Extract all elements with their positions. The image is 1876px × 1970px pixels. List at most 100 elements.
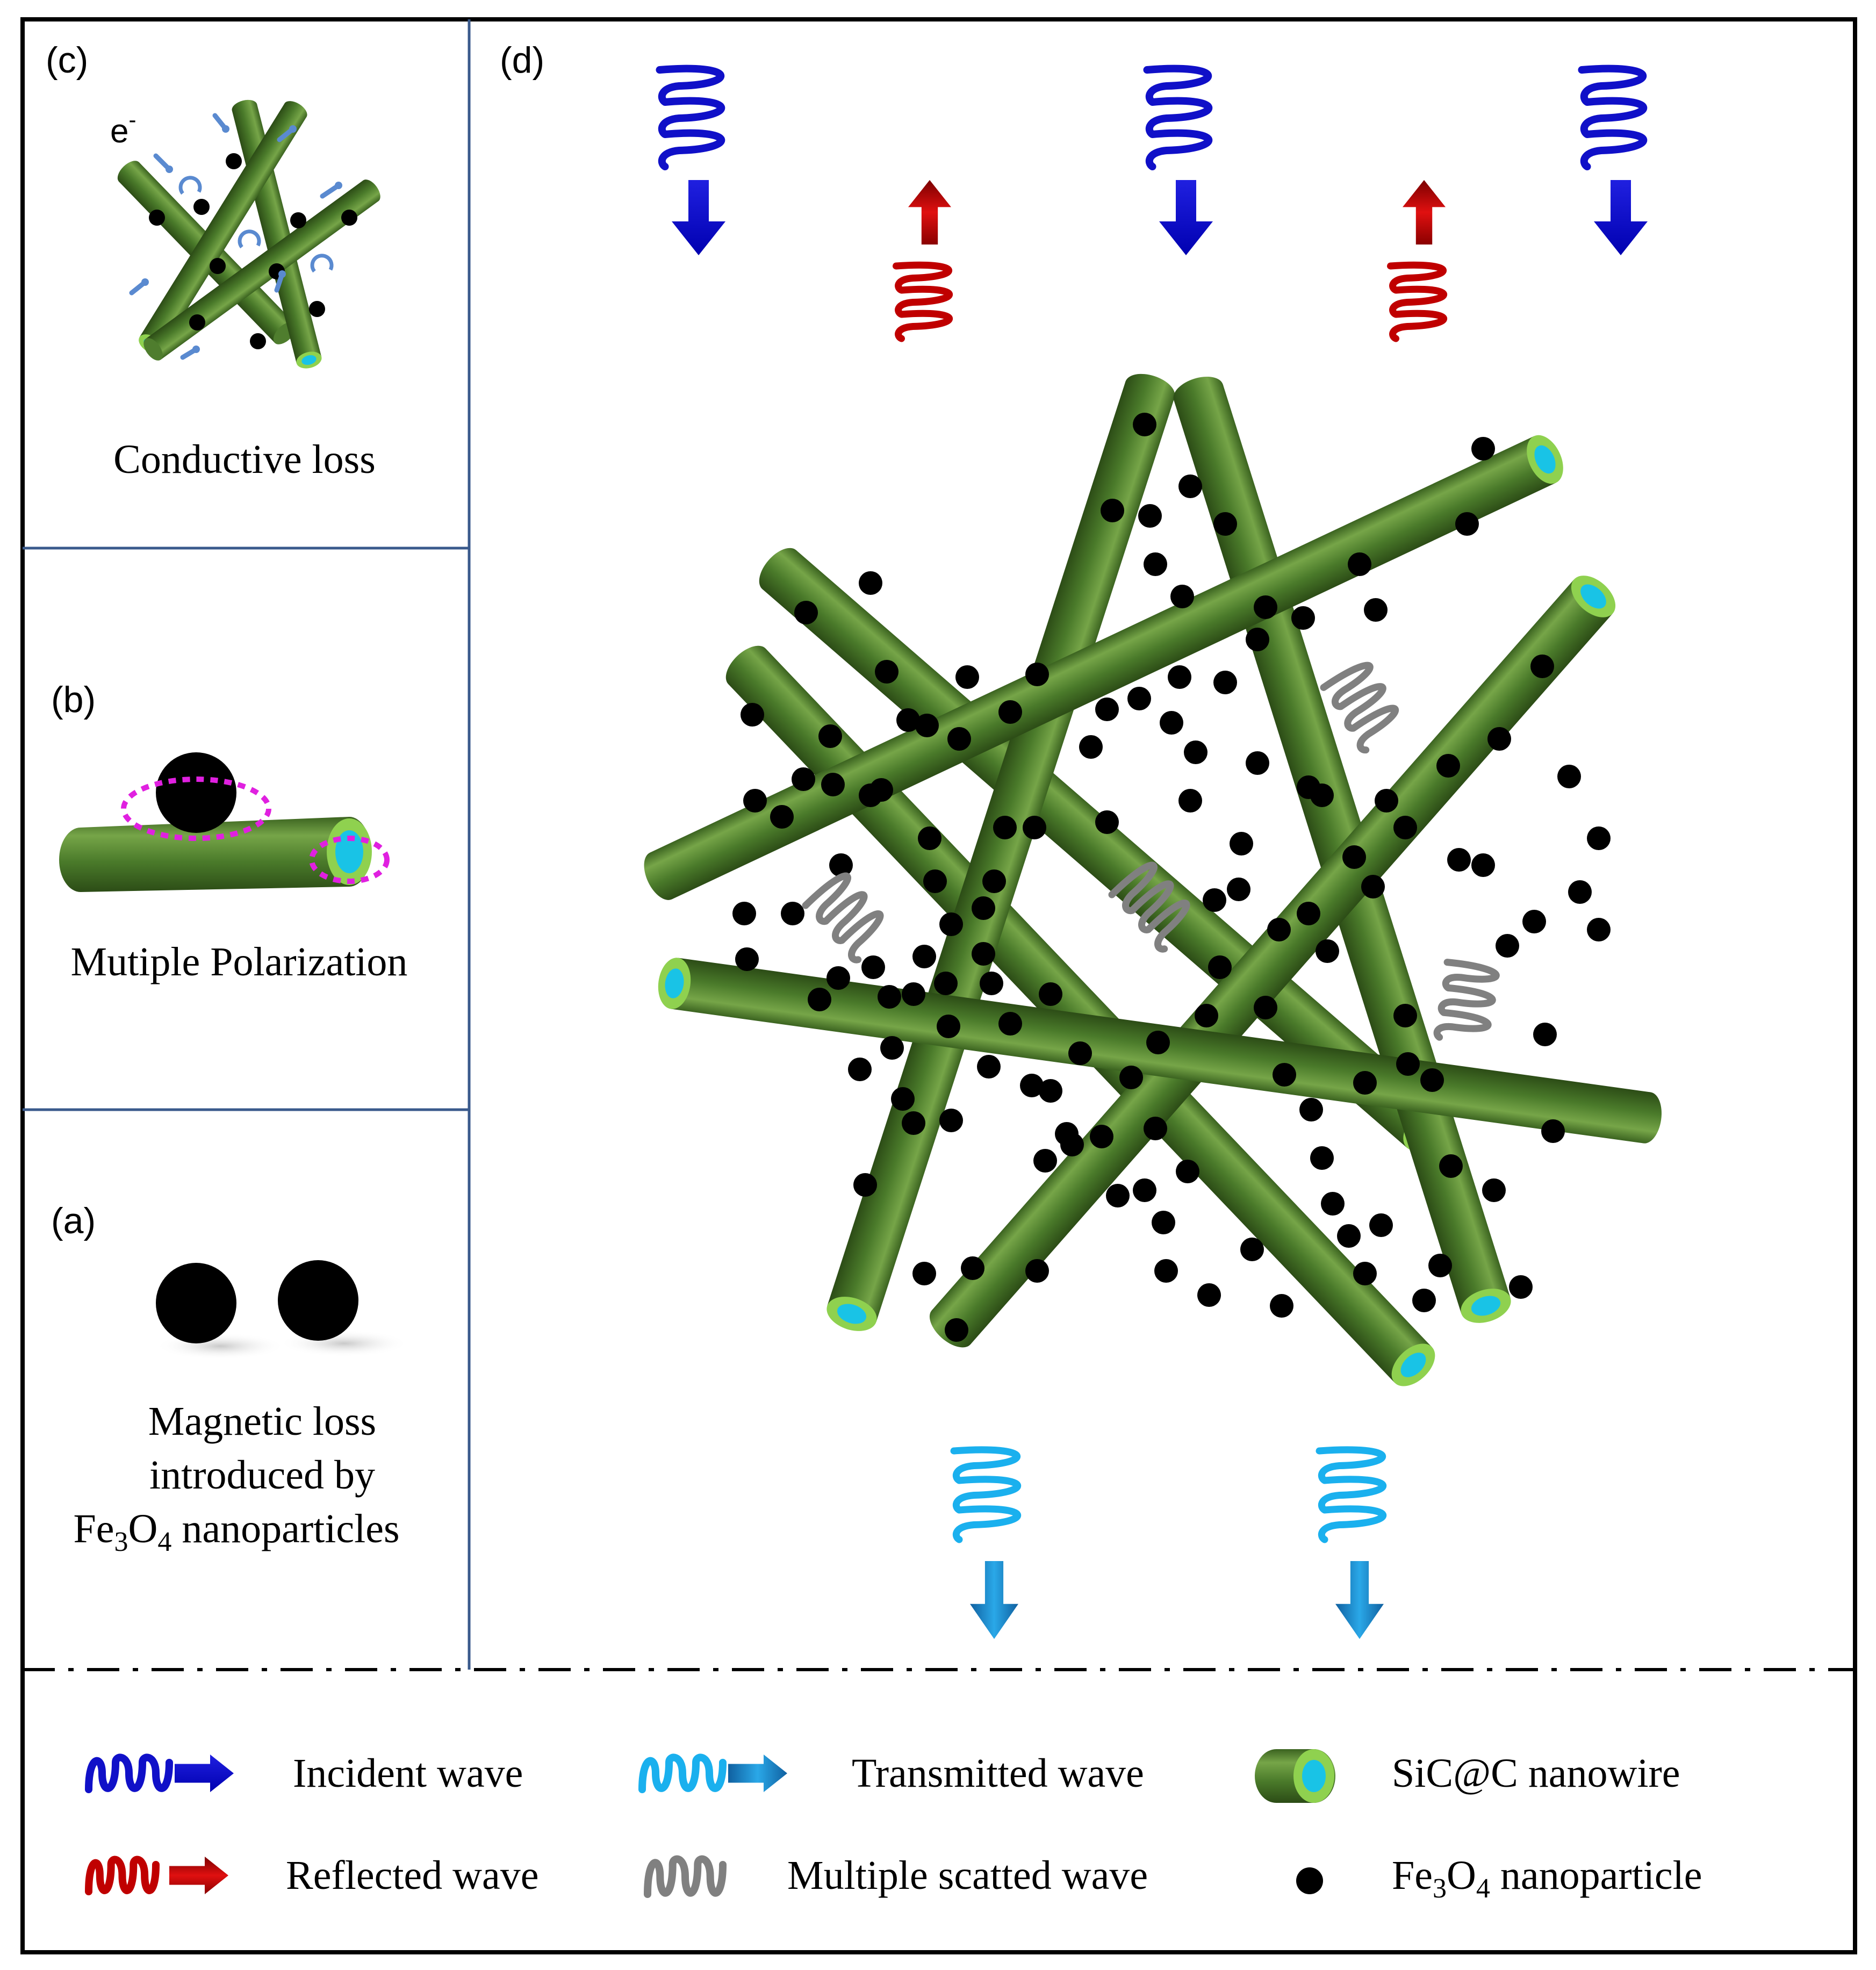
panel-d-nanowire-network xyxy=(644,373,1662,1386)
fe3o4-particle xyxy=(937,1015,960,1038)
fe3o4-particle xyxy=(210,258,226,274)
fe3o4-particle xyxy=(923,869,947,893)
fe3o4-particle xyxy=(1033,1149,1057,1173)
fe3o4-particle xyxy=(1106,1184,1130,1207)
fe3o4-particle xyxy=(912,945,936,968)
fe3o4-particle xyxy=(1348,552,1371,576)
scattered-wave xyxy=(1320,662,1399,754)
fe3o4-particle xyxy=(972,942,995,966)
fe3o4-particle xyxy=(1119,1066,1143,1089)
fe3o4-particle xyxy=(1273,1063,1296,1087)
fe3o4-particle xyxy=(794,601,818,624)
fe3o4-particle xyxy=(1297,902,1320,925)
fe3o4-particle xyxy=(1533,1023,1557,1046)
legend: Incident wave Transmitted wave SiC@C nan… xyxy=(85,1749,1702,1904)
fe3o4-particle xyxy=(1213,512,1237,536)
fe3o4-particle xyxy=(961,1256,984,1280)
panel-a: (a) Magnetic loss introduced by Fe3O4 na… xyxy=(51,1200,408,1557)
fe3o4-particle xyxy=(945,1318,968,1342)
reflected-arrow xyxy=(1403,180,1446,245)
fe3o4-particle xyxy=(1170,585,1194,608)
fe3o4-particle xyxy=(781,902,804,925)
fe3o4-particle xyxy=(1342,845,1366,869)
fe3o4-particle xyxy=(189,314,205,330)
fe3o4-particle xyxy=(1436,754,1460,778)
fe3o4-particle xyxy=(1246,628,1269,651)
fe3o4-particle xyxy=(1246,751,1269,775)
fe3o4-particle xyxy=(1127,687,1151,710)
interface-polarization-ring xyxy=(121,777,271,841)
fe3o4-particle xyxy=(891,1087,915,1111)
panel-d-scattered-waves xyxy=(802,662,1500,1041)
panel-a-caption-line3: Fe3O4 nanoparticles xyxy=(73,1506,399,1557)
fe3o4-particle xyxy=(1138,504,1162,528)
fe3o4-particle xyxy=(1482,1178,1506,1202)
legend-incident-label: Incident wave xyxy=(293,1751,523,1796)
fe3o4-particle xyxy=(1203,888,1226,912)
panel-b-caption: Mutiple Polarization xyxy=(71,939,408,984)
fe3o4-particle xyxy=(1267,918,1291,941)
fe3o4-particle xyxy=(1568,880,1592,904)
fe3o4-particle xyxy=(732,902,756,925)
fe3o4-particle xyxy=(1101,499,1124,522)
reflected-wave xyxy=(1387,261,1447,342)
scattered-wave-icon xyxy=(644,1855,727,1898)
nanowire xyxy=(826,373,1175,1331)
fe3o4-particle xyxy=(826,966,850,990)
incident-arrow xyxy=(1159,180,1213,255)
panel-c-caption: Conductive loss xyxy=(113,437,376,482)
fe3o4-particle xyxy=(1541,1119,1565,1143)
fe3o4-particle xyxy=(880,1036,904,1060)
fe3o4-particle xyxy=(1168,665,1191,689)
fe3o4-particle xyxy=(1487,727,1511,751)
fe3o4-particle xyxy=(1310,1146,1334,1170)
panel-c: (c) e- Conductive loss xyxy=(46,40,380,482)
panel-d-waves xyxy=(656,64,1648,1639)
fe3o4-particle xyxy=(1039,982,1062,1006)
panel-b-label: (b) xyxy=(51,679,96,720)
scattered-wave xyxy=(1433,959,1500,1041)
fe3o4-particle xyxy=(290,212,306,228)
scattered-wave-path xyxy=(1108,861,1190,953)
fe3o4-particle xyxy=(1364,598,1388,622)
transmitted-wave xyxy=(1316,1446,1387,1543)
fe3o4-particle xyxy=(1254,996,1277,1019)
incident-wave xyxy=(656,64,725,170)
fe3o4-particle xyxy=(743,789,767,813)
incident-arrow xyxy=(1594,180,1648,255)
panel-a-label: (a) xyxy=(51,1200,96,1241)
fe3o4-particle xyxy=(1095,810,1119,834)
fe3o4-particle xyxy=(902,1111,925,1135)
fe3o4-particle xyxy=(1393,1004,1417,1027)
panel-c-wire-network xyxy=(117,99,380,369)
panel-d: (d) xyxy=(500,40,1662,1639)
fe3o4-particle xyxy=(955,665,979,689)
fe3o4-particle-icon xyxy=(1296,1867,1323,1894)
fe3o4-particle xyxy=(1270,1294,1293,1318)
fe3o4-particle xyxy=(1213,671,1237,694)
fe3o4-particle xyxy=(1184,740,1207,764)
legend-nanowire-label: SiC@C nanowire xyxy=(1392,1751,1680,1796)
fe3o4-particle xyxy=(1176,1160,1199,1183)
polarization-illustration xyxy=(59,752,390,892)
fe3o4-particle xyxy=(1557,765,1581,788)
fe3o4-particle xyxy=(1321,1192,1345,1216)
fe3o4-particle xyxy=(1439,1154,1463,1178)
fe3o4-particle xyxy=(1587,918,1611,941)
fe3o4-particle xyxy=(226,153,242,169)
fe3o4-particle xyxy=(1055,1122,1079,1146)
transmitted-wave xyxy=(950,1446,1022,1543)
legend-particle-label: Fe3O4 nanoparticle xyxy=(1392,1853,1702,1904)
fe3o4-particle xyxy=(1090,1125,1113,1148)
incident-wave-icon xyxy=(85,1753,234,1793)
fe3o4-particle xyxy=(1144,552,1167,576)
fe3o4-particle xyxy=(1020,1074,1044,1097)
fe3o4-particle xyxy=(1230,832,1253,855)
fe3o4-particle xyxy=(1195,1004,1218,1027)
fe3o4-particle xyxy=(250,333,266,349)
nanowire-icon xyxy=(1255,1749,1335,1803)
reflected-wave-icon xyxy=(85,1856,228,1895)
nanowire xyxy=(143,179,380,361)
incident-wave xyxy=(1143,64,1213,170)
fe3o4-particle xyxy=(1471,437,1495,461)
